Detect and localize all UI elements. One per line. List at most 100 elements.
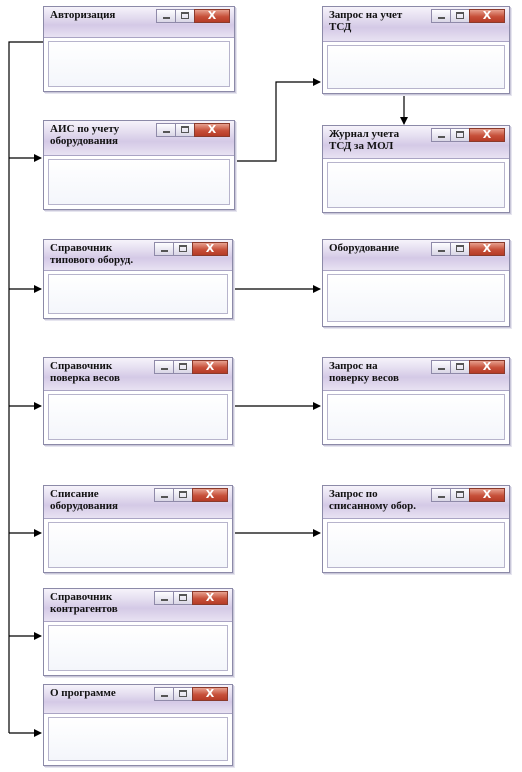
maximize-icon (179, 491, 187, 498)
maximize-button[interactable] (450, 242, 470, 256)
window-body (48, 41, 230, 87)
maximize-button[interactable] (450, 360, 470, 374)
window-body (48, 717, 228, 761)
window-zhurnal: Журнал учета ТСД за МОЛ X (322, 125, 510, 213)
window-body (48, 274, 228, 314)
maximize-button[interactable] (450, 9, 470, 23)
window-titlebar[interactable]: Запрос по списанному обор. X (323, 486, 509, 519)
minimize-button[interactable] (154, 242, 174, 256)
close-icon: X (207, 9, 217, 22)
maximize-icon (179, 594, 187, 601)
maximize-icon (456, 12, 464, 19)
close-button[interactable]: X (192, 360, 228, 374)
close-button[interactable]: X (469, 360, 505, 374)
close-button[interactable]: X (469, 242, 505, 256)
window-ais: АИС по учету оборудования X (43, 120, 235, 210)
minimize-button[interactable] (431, 128, 451, 142)
close-button[interactable]: X (469, 9, 505, 23)
maximize-button[interactable] (175, 123, 195, 137)
minimize-icon (161, 368, 168, 370)
maximize-button[interactable] (175, 9, 195, 23)
close-button[interactable]: X (192, 488, 228, 502)
close-button[interactable]: X (192, 591, 228, 605)
window-body (48, 159, 230, 205)
window-sprav-tip: Справочник типового оборуд. X (43, 239, 233, 319)
maximize-button[interactable] (173, 591, 193, 605)
maximize-button[interactable] (173, 360, 193, 374)
window-controls: X (154, 687, 228, 701)
window-sprav-kontr: Справочник контрагентов X (43, 588, 233, 676)
window-titlebar[interactable]: Запрос на учет ТСД X (323, 7, 509, 42)
window-body (48, 625, 228, 671)
window-controls: X (431, 488, 505, 502)
minimize-button[interactable] (431, 360, 451, 374)
maximize-button[interactable] (173, 687, 193, 701)
minimize-button[interactable] (154, 488, 174, 502)
minimize-icon (161, 496, 168, 498)
window-titlebar[interactable]: Справочник контрагентов X (44, 589, 232, 622)
window-titlebar[interactable]: Справочник типового оборуд. X (44, 240, 232, 271)
close-icon: X (205, 488, 215, 501)
window-controls: X (431, 360, 505, 374)
maximize-button[interactable] (450, 128, 470, 142)
close-icon: X (205, 242, 215, 255)
minimize-button[interactable] (154, 591, 174, 605)
window-controls: X (154, 360, 228, 374)
close-button[interactable]: X (192, 687, 228, 701)
minimize-icon (438, 250, 445, 252)
minimize-icon (438, 496, 445, 498)
minimize-button[interactable] (431, 488, 451, 502)
window-titlebar[interactable]: Авторизация X (44, 7, 234, 38)
close-button[interactable]: X (194, 9, 230, 23)
minimize-button[interactable] (156, 9, 176, 23)
window-titlebar[interactable]: Оборудование X (323, 240, 509, 271)
window-title: Оборудование (329, 242, 399, 254)
window-titlebar[interactable]: Справочник поверка весов X (44, 358, 232, 391)
window-title: Авторизация (50, 9, 116, 21)
maximize-button[interactable] (173, 488, 193, 502)
maximize-icon (179, 363, 187, 370)
window-auth: Авторизация X (43, 6, 235, 92)
window-controls: X (154, 242, 228, 256)
window-controls: X (156, 123, 230, 137)
maximize-button[interactable] (450, 488, 470, 502)
close-icon: X (205, 687, 215, 700)
minimize-button[interactable] (431, 242, 451, 256)
close-icon: X (207, 123, 217, 136)
trunk-line (8, 41, 43, 733)
maximize-icon (181, 12, 189, 19)
window-spisanie: Списание оборудования X (43, 485, 233, 573)
minimize-button[interactable] (154, 360, 174, 374)
window-body (327, 394, 505, 440)
window-sprav-vesy: Справочник поверка весов X (43, 357, 233, 445)
minimize-button[interactable] (156, 123, 176, 137)
minimize-button[interactable] (431, 9, 451, 23)
window-titlebar[interactable]: О программе X (44, 685, 232, 714)
window-title: Списание оборудования (50, 488, 118, 512)
window-titlebar[interactable]: Журнал учета ТСД за МОЛ X (323, 126, 509, 159)
close-button[interactable]: X (469, 488, 505, 502)
close-button[interactable]: X (469, 128, 505, 142)
minimize-icon (161, 695, 168, 697)
window-titlebar[interactable]: Списание оборудования X (44, 486, 232, 519)
window-titlebar[interactable]: Запрос на поверку весов X (323, 358, 509, 391)
minimize-button[interactable] (154, 687, 174, 701)
minimize-icon (438, 17, 445, 19)
window-about: О программе X (43, 684, 233, 766)
maximize-button[interactable] (173, 242, 193, 256)
window-titlebar[interactable]: АИС по учету оборудования X (44, 121, 234, 156)
minimize-icon (161, 599, 168, 601)
minimize-icon (438, 368, 445, 370)
close-icon: X (482, 242, 492, 255)
window-title: Справочник типового оборуд. (50, 242, 134, 266)
window-controls: X (154, 488, 228, 502)
window-controls: X (431, 128, 505, 142)
window-body (48, 522, 228, 568)
window-title: Журнал учета ТСД за МОЛ (329, 128, 400, 152)
window-body (327, 162, 505, 208)
close-button[interactable]: X (192, 242, 228, 256)
close-button[interactable]: X (194, 123, 230, 137)
window-title: О программе (50, 687, 116, 699)
maximize-icon (456, 131, 464, 138)
